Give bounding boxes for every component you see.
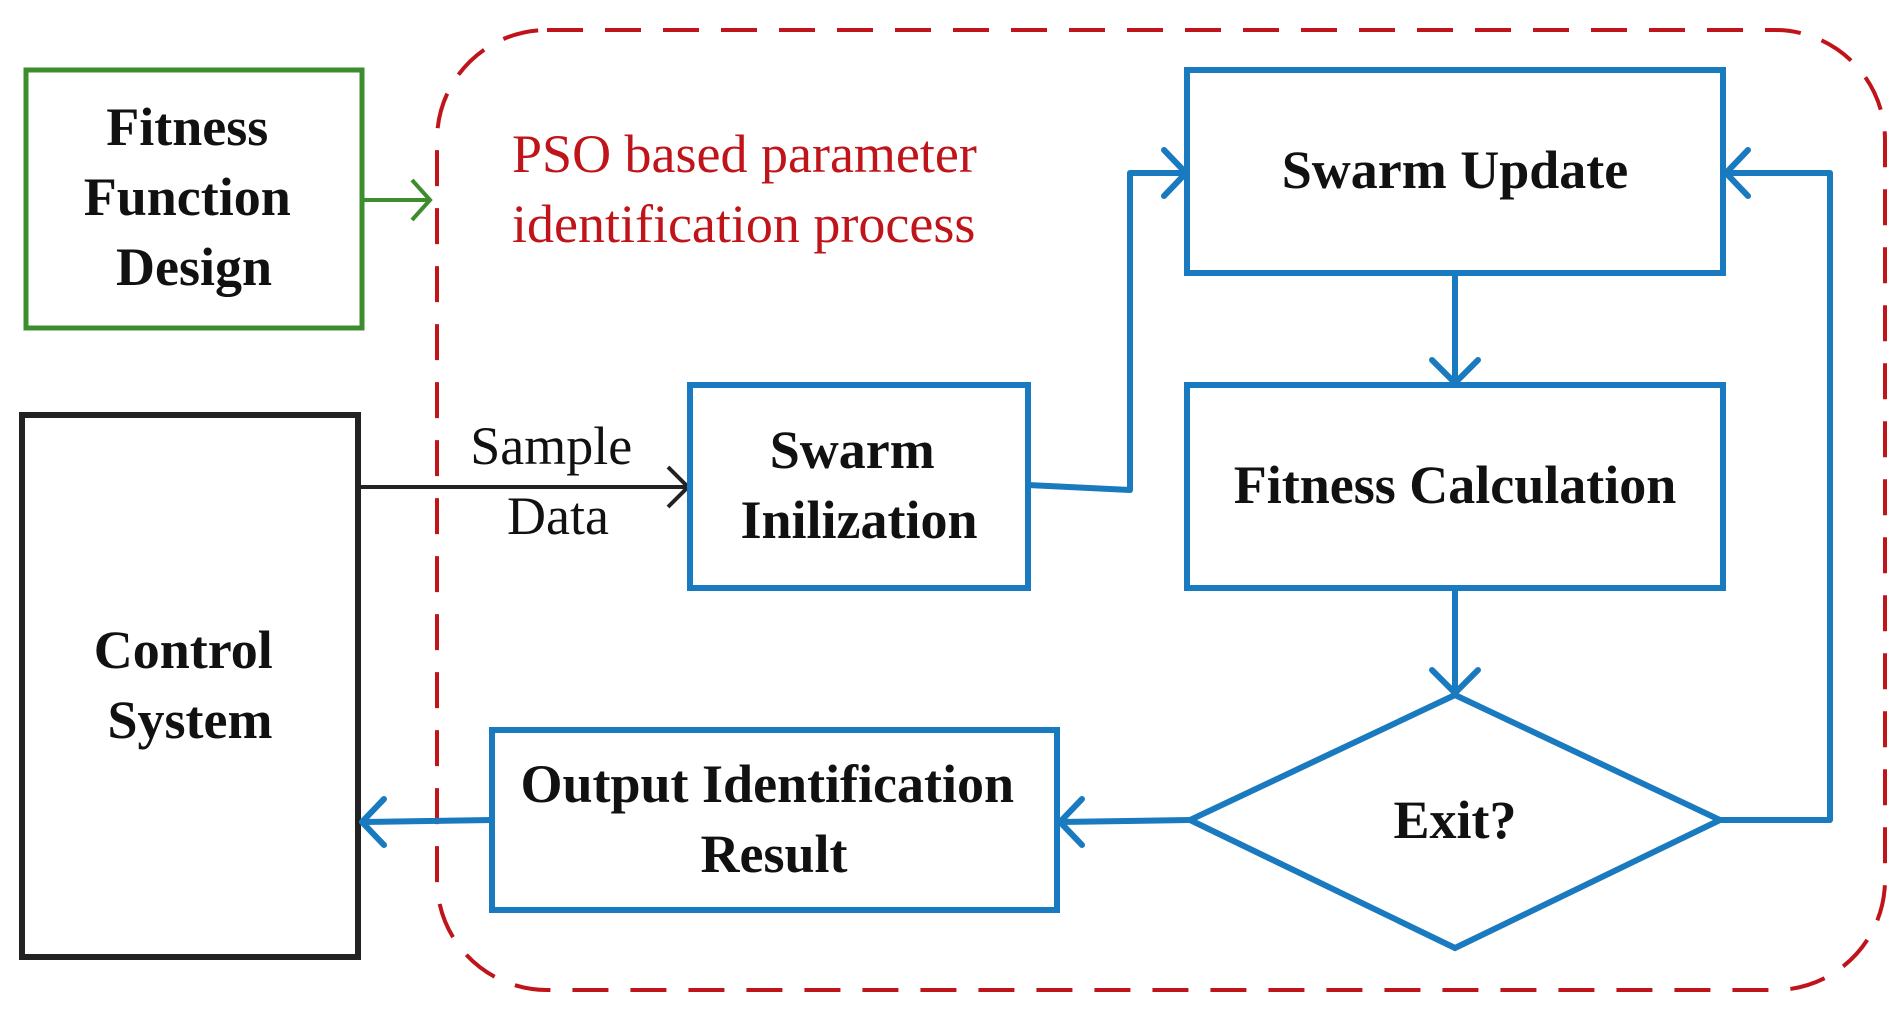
calculation-to-exit-arrowhead — [1429, 667, 1481, 696]
init-to-update-arrowhead — [1161, 147, 1189, 199]
control-system-box — [19, 412, 361, 960]
control-system-label: Control System — [94, 620, 287, 750]
exit-to-output-connector — [1057, 817, 1193, 825]
output-to-control-arrowhead — [359, 796, 387, 848]
swarm-update-label: Swarm Update — [1282, 140, 1629, 200]
fitness-calculation-label: Fitness Calculation — [1234, 455, 1677, 515]
region-label-line-2: identification process — [512, 194, 975, 254]
exit-to-output-arrowhead — [1057, 796, 1085, 848]
exit-loop-arrowhead — [1723, 147, 1751, 199]
sample-data-label: Sample Data — [470, 416, 645, 546]
fitness-function-design-label: Fitness Function Design — [84, 97, 305, 297]
output-result-label: Output Identification Result — [520, 754, 1027, 884]
exit-decision-diamond — [1183, 691, 1727, 952]
region-label: PSO based parameter identification proce… — [512, 124, 990, 254]
exit-loop-connector — [1717, 170, 1833, 823]
design-to-process-arrowhead — [410, 178, 433, 222]
init-to-update-connector — [1025, 170, 1187, 493]
output-to-control-connector — [359, 817, 495, 825]
region-label-line-1: PSO based parameter — [512, 124, 977, 184]
swarm-initialization-label: Swarm Inilization — [740, 420, 977, 550]
swarm-initialization-box — [687, 382, 1031, 591]
update-to-calculation-arrowhead — [1429, 357, 1481, 386]
pso-process-region — [435, 28, 1887, 992]
exit-decision-label: Exit? — [1393, 790, 1516, 850]
